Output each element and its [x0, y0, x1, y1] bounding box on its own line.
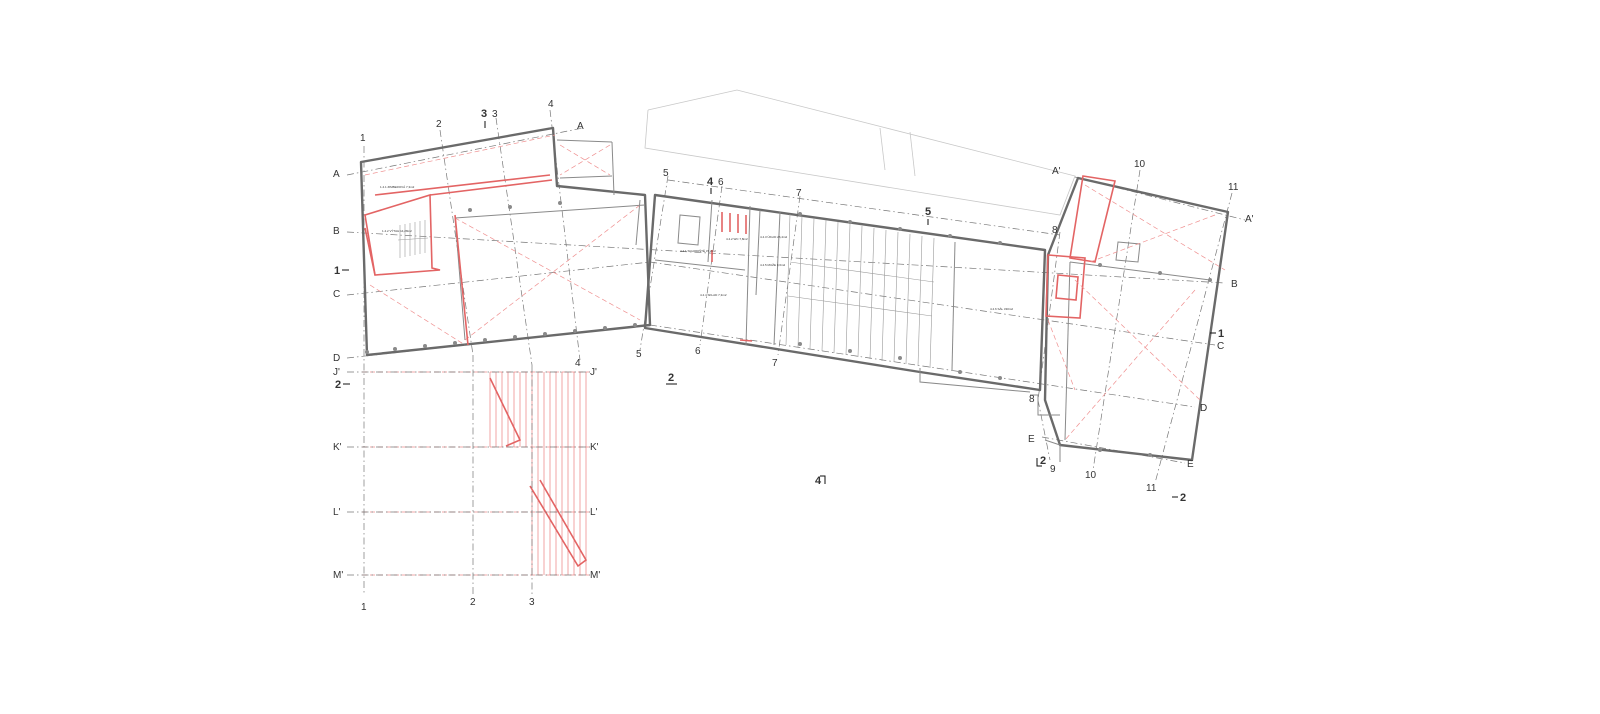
section-marker-5: 5 [925, 206, 931, 218]
grid-label-j-prime-right: J' [590, 367, 597, 378]
west-stair-hatch [397, 220, 429, 258]
grid-label-1-top: 1 [360, 133, 366, 144]
room-label-r7: 4.4.5 MUŽE 9,6m2 [760, 262, 786, 267]
grid-label-6-bottom: 6 [695, 346, 701, 357]
grid-label-5-bottom: 5 [636, 349, 642, 360]
grid-axis-labels: A A B B C C D D E E A' A' J' J' K' K' L'… [333, 99, 1254, 613]
section-marker-2-east: 2 [1040, 455, 1046, 467]
grid-label-2-top: 2 [436, 119, 442, 130]
grid-label-9: 9 [1050, 464, 1056, 475]
section-marker-1-left: 1 [334, 265, 340, 277]
room-label-r2: 1.4.2 VÝTAH 14,28m2 [382, 229, 412, 233]
grid-label-m-prime-right: M' [590, 570, 600, 581]
grid-label-c-left: C [333, 289, 340, 300]
grid-label-m-prime-left: M' [333, 570, 343, 581]
grid-label-a-left: A [333, 169, 340, 180]
section-markers: 1 1 2 2 2 2 3 4 4 5 [334, 108, 1224, 504]
grid-label-10-bottom: 10 [1085, 470, 1097, 481]
section-marker-3: 3 [481, 108, 487, 120]
courtyard-ramp-hatching [489, 372, 588, 575]
grid-label-11-bottom: 11 [1146, 483, 1157, 494]
central-wing-walls [643, 193, 1047, 393]
section-marker-2-mid: 2 [668, 372, 674, 384]
neighbour-building-outline [644, 89, 1076, 216]
section-marker-4-bottom: 4 [815, 475, 822, 487]
grid-label-2-bottom: 2 [470, 597, 476, 608]
section-marker-4-top: 4 [707, 176, 714, 188]
grid-label-b-right: B [1231, 279, 1238, 290]
grid-label-a-right: A [577, 121, 584, 132]
grid-label-d-right: D [1200, 403, 1207, 414]
grid-label-3-top: 3 [492, 109, 498, 120]
grid-label-k-prime-left: K' [333, 442, 342, 453]
room-label-r1: 1.4.1 ZIMBEROVÁ 7,3m2 [380, 185, 415, 189]
grid-label-e-right: E [1187, 459, 1194, 470]
grid-label-l-prime-right: L' [590, 507, 598, 518]
grid-label-7-bottom: 7 [772, 358, 778, 369]
grid-label-j-prime-left: J' [333, 367, 340, 378]
grid-label-k-prime-right: K' [590, 442, 599, 453]
grid-label-8-top: 8 [1052, 225, 1058, 236]
room-label-r8: 4.4.6 SÁL 330m2 [990, 307, 1013, 311]
room-label-r4: 4.4.2 WC 7,8m2 [726, 237, 748, 241]
grid-label-1-bottom: 1 [361, 602, 367, 613]
east-wing-walls [1030, 175, 1230, 462]
grid-label-7-top: 7 [796, 188, 802, 199]
grid-label-e-left: E [1028, 434, 1035, 445]
grid-label-a-prime-left: A' [1052, 166, 1061, 177]
west-wing-walls [359, 126, 652, 357]
structural-columns [365, 201, 1212, 457]
grid-label-c-right: C [1217, 341, 1224, 352]
room-label-r5: 4.4.3 ÚKLID 26,4m2 [760, 234, 788, 239]
room-label-r3: 4.4.1 SCHODIŠTĚ 37,2m2 [680, 248, 716, 253]
grid-label-6-top: 6 [718, 177, 724, 188]
grid-label-10-top: 10 [1134, 159, 1146, 170]
grid-label-8-bottom: 8 [1029, 394, 1035, 405]
section-marker-1-right: 1 [1218, 328, 1224, 340]
grid-label-3-bottom: 3 [529, 597, 535, 608]
grid-label-l-prime-left: L' [333, 507, 341, 518]
grid-label-a-prime-right: A' [1245, 214, 1254, 225]
auditorium-seating-rows [785, 213, 935, 369]
grid-label-5-top: 5 [663, 168, 669, 179]
section-marker-2-bottom: 2 [1180, 492, 1186, 504]
grid-label-4-bottom: 4 [575, 358, 581, 369]
room-labels: 1.4.1 ZIMBEROVÁ 7,3m2 1.4.2 VÝTAH 14,28m… [380, 185, 1013, 311]
grid-label-d-left: D [333, 353, 340, 364]
section-marker-2-left: 2 [335, 379, 341, 391]
courtyard-red-grid [362, 371, 590, 576]
grid-label-4-top: 4 [548, 99, 554, 110]
grid-label-b-left: B [333, 226, 340, 237]
grid-label-11-top: 11 [1228, 182, 1239, 193]
room-label-r6: 4.4.4 SKLAD 7,3m2 [700, 293, 727, 297]
